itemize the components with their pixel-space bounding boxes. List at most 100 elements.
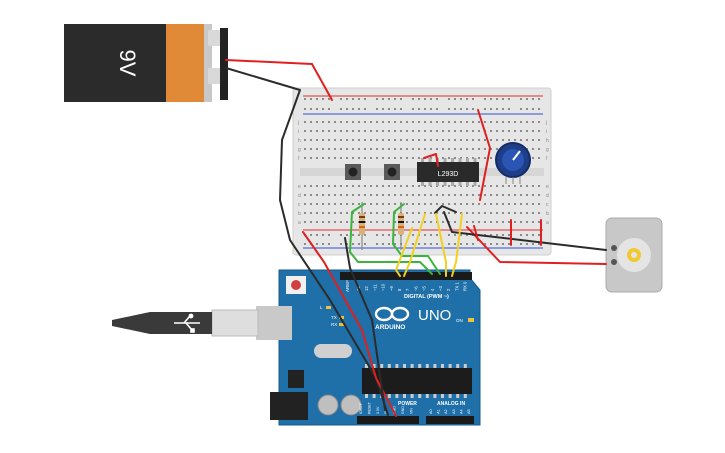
wires xyxy=(225,59,607,417)
svg-text:f: f xyxy=(298,156,300,162)
svg-text:e: e xyxy=(298,184,301,190)
digital-header xyxy=(340,272,472,280)
usb-cable xyxy=(112,312,212,334)
svg-text:a: a xyxy=(298,220,301,226)
dc-motor[interactable] xyxy=(605,217,663,293)
digital-pin-label: ~6 xyxy=(413,286,418,291)
usb-icon xyxy=(174,313,200,333)
svg-text:a: a xyxy=(546,220,549,226)
push-button-2[interactable] xyxy=(384,164,400,180)
wire-motor-negative xyxy=(443,211,607,251)
resistor-1[interactable] xyxy=(359,202,365,250)
wire-jumper xyxy=(473,225,479,241)
arduino-logo-icon xyxy=(374,306,410,322)
ic-label: L293D xyxy=(438,171,459,178)
wire-ic-gnd xyxy=(434,205,457,214)
power-pin-label: VIN xyxy=(409,408,413,414)
digital-pin-label: 8 xyxy=(397,288,402,291)
push-button-1[interactable] xyxy=(345,164,361,180)
wire-ic-power xyxy=(423,153,439,167)
battery-label: 9V xyxy=(115,50,140,77)
wire-yellow-2 xyxy=(403,213,426,277)
analog-pin-label: A1 xyxy=(437,409,441,414)
resistor-2[interactable] xyxy=(398,202,404,250)
usb-connector xyxy=(256,306,292,340)
svg-text:h: h xyxy=(298,138,301,144)
arduino-model: UNO xyxy=(418,307,451,324)
motor-driver-ic[interactable]: L293D xyxy=(417,158,479,186)
wire-green-1 xyxy=(349,203,433,275)
wire-yellow-1 xyxy=(395,227,413,277)
svg-text:i: i xyxy=(298,129,299,135)
potentiometer[interactable] xyxy=(495,142,531,184)
wire-battery-positive xyxy=(225,59,333,101)
power-pin-label: IOREF xyxy=(359,402,363,414)
analog-label: ANALOG IN xyxy=(437,401,465,407)
digital-pin-label: 12 xyxy=(364,286,369,291)
svg-text:b: b xyxy=(546,211,549,217)
svg-text:g: g xyxy=(298,147,301,153)
wire-yellow-4 xyxy=(451,213,463,277)
power-jack xyxy=(270,392,308,420)
gear-icon xyxy=(627,248,641,262)
power-pin-label: 3.3V xyxy=(376,406,380,414)
analog-header xyxy=(426,416,474,424)
svg-text:j: j xyxy=(545,120,547,126)
svg-text:j: j xyxy=(297,120,299,126)
digital-pin-label: ~9 xyxy=(389,286,394,291)
digital-pin-label: 2 xyxy=(446,288,451,291)
wire-battery-negative xyxy=(225,67,389,416)
svg-text:c: c xyxy=(298,202,301,208)
aref-label: AREF xyxy=(345,280,350,292)
digital-pin-label: 7 xyxy=(405,288,410,291)
digital-label: DIGITAL (PWM ~) xyxy=(404,294,449,300)
power-pin-label: RESET xyxy=(367,401,371,414)
usb-cable-plug xyxy=(211,309,259,337)
analog-pin-label: A4 xyxy=(459,409,463,414)
capacitor xyxy=(340,394,362,416)
power-header xyxy=(357,416,419,424)
digital-pin-label: ~11 xyxy=(372,284,377,291)
digital-pin-label: ~3 xyxy=(438,286,443,291)
svg-text:h: h xyxy=(546,138,549,144)
crystal xyxy=(314,344,352,358)
svg-text:g: g xyxy=(546,147,549,153)
digital-pin-label: TX 1 xyxy=(454,281,459,291)
svg-text:d: d xyxy=(298,193,301,199)
svg-text:i: i xyxy=(546,129,547,135)
power-label: POWER xyxy=(398,401,417,407)
svg-text:b: b xyxy=(298,211,301,217)
battery-9v[interactable]: 9V xyxy=(64,24,228,102)
arduino-brand: ARDUINO xyxy=(375,324,405,331)
svg-text:d: d xyxy=(546,193,549,199)
wire-green-2 xyxy=(392,203,441,275)
analog-pin-label: A0 xyxy=(429,409,433,414)
analog-pin-label: A2 xyxy=(444,409,448,414)
svg-text:f: f xyxy=(546,156,548,162)
power-pin-label: GND xyxy=(401,406,405,414)
analog-pin-label: A5 xyxy=(467,409,471,414)
l-led-label: L xyxy=(320,305,323,310)
analog-pin-label: A3 xyxy=(452,409,456,414)
breadboard-holes xyxy=(304,98,540,245)
svg-text:c: c xyxy=(546,202,549,208)
wire-yellow-3 xyxy=(435,213,447,277)
digital-pin-label: ~5 xyxy=(422,286,427,291)
wire-rail-right xyxy=(477,109,491,201)
power-pin-label: GND xyxy=(393,406,397,414)
voltage-regulator xyxy=(288,370,304,388)
digital-pin-label: 4 xyxy=(430,288,435,291)
svg-text:e: e xyxy=(546,184,549,190)
digital-pin-label: ~10 xyxy=(381,283,386,291)
rx-label: RX xyxy=(331,322,337,327)
wire-gnd xyxy=(344,237,386,411)
capacitor xyxy=(317,394,339,416)
tx-label: TX xyxy=(331,315,337,320)
microcontroller-pins xyxy=(365,364,467,398)
digital-pin-label: RX 0 xyxy=(463,281,468,291)
on-label: ON xyxy=(456,318,463,323)
